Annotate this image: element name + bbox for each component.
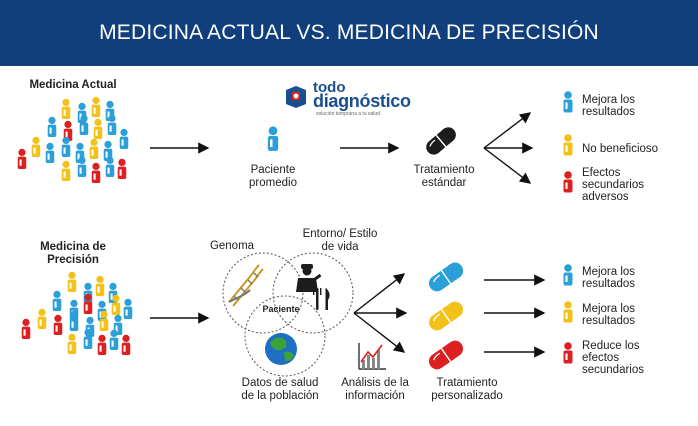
person-icon (61, 136, 71, 158)
label-paciente: Paciente (262, 304, 300, 314)
person-icon (563, 342, 573, 364)
person-icon (93, 118, 103, 140)
person-icon (53, 314, 63, 336)
arrow (483, 112, 532, 149)
legend-precision-1: Mejora los resultados (582, 266, 636, 290)
label-datos-poblacion: Datos de salud de la población (241, 377, 319, 402)
person-icon (563, 91, 573, 113)
person-icon (105, 156, 115, 178)
crowd-actual (17, 96, 129, 184)
label-medicina-precision: Medicina de Precisión (40, 241, 106, 266)
fork-knife-icon (313, 288, 330, 310)
person-icon (83, 293, 93, 315)
chart-icon (358, 343, 386, 370)
brand-top: todo (313, 79, 346, 96)
person-icon (97, 300, 107, 322)
person-icon (89, 138, 99, 160)
person-icon (52, 290, 62, 312)
person-icon (107, 114, 117, 136)
person-icon (31, 136, 41, 158)
person-icon (61, 160, 71, 182)
dna-icon (228, 264, 264, 307)
person-icon (91, 96, 101, 118)
legend-actual-2: No beneficioso (582, 143, 659, 155)
brand-tagline: solución temprana a tu salud (316, 111, 380, 117)
pill-icon (428, 262, 464, 292)
person-icon (69, 310, 79, 332)
label-tratamiento-estandar: Tratamiento estándar (413, 164, 475, 189)
person-icon (117, 158, 127, 180)
venn-diagram (222, 252, 354, 377)
person-icon (563, 134, 573, 156)
person-icon (99, 310, 109, 332)
chef-icon (296, 264, 322, 292)
pill-icon (426, 127, 456, 155)
legend-actual-3: Efectos secundarios adversos (582, 167, 645, 203)
crowd-precision (21, 271, 133, 356)
header-banner: MEDICINA ACTUAL VS. MEDICINA DE PRECISIÓ… (0, 0, 698, 66)
label-entorno: Entorno/ Estilo de vida (302, 228, 378, 253)
globe-icon (265, 333, 297, 365)
arrow (353, 312, 406, 353)
person-icon (563, 301, 573, 323)
label-paciente-promedio: Paciente promedio (249, 164, 297, 189)
person-icon (37, 308, 47, 330)
person-icon (119, 128, 129, 150)
label-genoma: Genoma (209, 240, 255, 252)
person-icon (67, 271, 77, 293)
person-icon (83, 328, 93, 350)
person-icon (95, 275, 105, 297)
label-tratamiento-personalizado: Tratamiento personalizado (431, 377, 503, 402)
legend-precision-2: Mejora los resultados (582, 303, 636, 327)
person-icon (111, 294, 121, 316)
person-icon (79, 114, 89, 136)
arrow (353, 273, 406, 314)
person-icon (77, 156, 87, 178)
brand-name: diagnóstico (313, 91, 411, 111)
pill-icon (428, 340, 464, 370)
person-icon (267, 126, 279, 151)
person-icon (17, 148, 27, 170)
pill-icon (428, 301, 464, 331)
person-icon (123, 298, 133, 320)
legend-precision-3: Reduce los efectos secundarios (582, 340, 645, 376)
person-icon (97, 334, 107, 356)
label-medicina-actual: Medicina Actual (29, 79, 117, 91)
person-icon (109, 329, 119, 351)
logo-icon (286, 86, 306, 108)
person-icon (563, 171, 573, 193)
person-icon (21, 318, 31, 340)
legend-actual-1: Mejora los resultados (582, 94, 636, 118)
arrow (483, 147, 532, 184)
label-analisis: Análisis de la información (341, 377, 409, 402)
person-icon (45, 142, 55, 164)
person-icon (563, 264, 573, 286)
person-icon (47, 116, 57, 138)
person-icon (121, 334, 131, 356)
person-icon (61, 98, 71, 120)
person-icon (91, 162, 101, 184)
person-icon (67, 333, 77, 355)
page-title: MEDICINA ACTUAL VS. MEDICINA DE PRECISIÓ… (99, 21, 599, 44)
